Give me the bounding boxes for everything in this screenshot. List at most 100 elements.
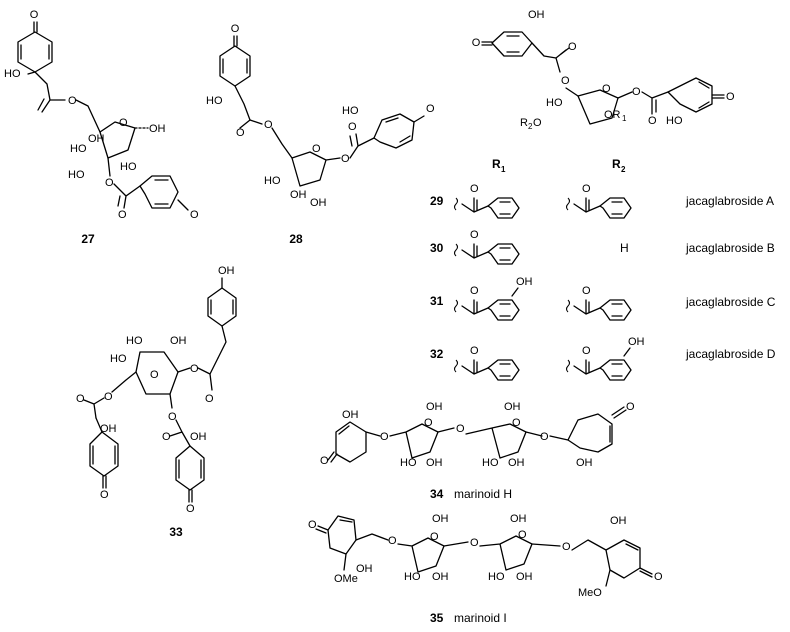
compound-27-structure: O HO O O OH HO OH HO O O HO O 27	[4, 9, 199, 246]
row-32: 32 O O OH jacaglabroside D	[430, 336, 776, 381]
compound-name: jacaglabroside C	[685, 295, 776, 309]
atom-label: OH	[100, 423, 117, 435]
compound-34-structure: O OH O O OH HO OH O O OH HO OH O O OH 34…	[320, 401, 635, 501]
atom-label: O	[533, 117, 542, 129]
compound-name: jacaglabroside B	[685, 241, 775, 255]
atom-label: HO	[488, 571, 505, 583]
header-r2-subscript: 2	[621, 165, 626, 174]
header-r2: R	[612, 157, 621, 171]
atom-label: 1	[622, 114, 627, 123]
atom-label: OH	[628, 336, 645, 348]
atom-label: HO	[546, 97, 563, 109]
r2-phenylacetyl	[565, 197, 632, 219]
r1-phenylacetyl	[453, 243, 520, 265]
atom-label: HO	[482, 457, 499, 469]
atom-label: O	[424, 417, 433, 429]
atom-label: O	[190, 363, 199, 375]
compound-number: 32	[430, 347, 444, 361]
atom-label: O	[470, 183, 479, 195]
compound-name: jacaglabroside A	[685, 194, 774, 208]
compound-35-structure: O OMe OH O O OH HO OH O O OH HO OH O OH …	[308, 513, 663, 625]
atom-label: OMe	[334, 573, 358, 585]
atom-label: O	[320, 455, 329, 467]
atom-label: O	[388, 535, 397, 547]
atom-label: O	[312, 143, 321, 155]
compound-name: marinoid H	[454, 487, 512, 501]
atom-label: O	[341, 153, 350, 165]
atom-label: HO	[68, 169, 85, 181]
compound-number: 35	[430, 611, 444, 625]
atom-label: OH	[426, 401, 443, 413]
atom-label: O	[518, 529, 527, 541]
jacaglabroside-core-structure: O OH O O O HO R 2 O OR 1 O O HO O	[472, 9, 735, 131]
atom-label: OH	[576, 457, 593, 469]
atom-label: OH	[170, 335, 187, 347]
atom-label: O	[231, 23, 240, 35]
atom-label: O	[472, 37, 481, 49]
compound-number: 33	[169, 525, 183, 539]
atom-label: HO	[342, 105, 359, 117]
atom-label: O	[205, 393, 214, 405]
atom-label: O	[105, 177, 114, 189]
compound-number: 28	[289, 232, 303, 246]
atom-label: O	[264, 119, 273, 131]
atom-label: HO	[70, 143, 87, 155]
atom-label: O	[648, 115, 657, 127]
substituent-table-header: R 1 R 2	[492, 157, 626, 174]
atom-label: O	[582, 285, 591, 297]
atom-label: HO	[126, 335, 143, 347]
atom-label: O	[470, 537, 479, 549]
compound-number: 27	[81, 232, 95, 246]
atom-label: O	[150, 369, 159, 381]
atom-label: O	[540, 431, 549, 443]
atom-label: O	[456, 423, 465, 435]
atom-label: OH	[504, 401, 521, 413]
r2-hydrogen: H	[620, 241, 629, 255]
atom-label: O	[561, 75, 570, 87]
row-31: 31 O OH O jacaglabroside C	[430, 276, 776, 321]
atom-label: HO	[4, 68, 21, 80]
atom-label: O	[470, 345, 479, 357]
atom-label: HO	[264, 175, 281, 187]
atom-label: O	[30, 9, 39, 21]
r1-phenylacetyl	[453, 359, 520, 381]
atom-label: O	[162, 431, 171, 443]
atom-label: O	[380, 431, 389, 443]
atom-label: O	[186, 503, 195, 515]
compound-name: marinoid I	[454, 611, 507, 625]
atom-label: O	[568, 41, 577, 53]
atom-label: O	[470, 229, 479, 241]
atom-label: O	[348, 121, 357, 133]
compound-number: 30	[430, 241, 444, 255]
atom-label: O	[236, 127, 245, 139]
atom-label: OH	[88, 133, 105, 145]
atom-label: 2	[528, 122, 533, 131]
compound-number: 29	[430, 194, 444, 208]
atom-label: O	[654, 571, 663, 583]
atom-label: OH	[516, 276, 533, 288]
atom-label: O	[512, 417, 521, 429]
atom-label: OH	[310, 197, 327, 209]
r1-hydroxyphenylacetyl	[453, 287, 520, 321]
atom-label: OR	[604, 109, 621, 121]
atom-label: O	[190, 209, 199, 221]
row-29: 29 O O jacaglabroside A	[430, 183, 774, 219]
atom-label: O	[118, 209, 127, 221]
compound-name: jacaglabroside D	[685, 347, 776, 361]
atom-label: O	[430, 531, 439, 543]
atom-label: O	[602, 83, 611, 95]
atom-label: OH	[432, 571, 449, 583]
atom-label: R	[520, 117, 528, 129]
atom-label: HO	[206, 95, 223, 107]
atom-label: OH	[342, 409, 359, 421]
compound-number: 34	[430, 487, 444, 501]
header-r1: R	[492, 157, 501, 171]
atom-label: O	[76, 393, 85, 405]
atom-label: O	[632, 86, 641, 98]
atom-label: O	[582, 345, 591, 357]
atom-label: O	[308, 519, 317, 531]
r2-hydroxyphenylacetyl	[565, 347, 632, 381]
atom-label: OH	[356, 563, 373, 575]
atom-label: O	[100, 489, 109, 501]
